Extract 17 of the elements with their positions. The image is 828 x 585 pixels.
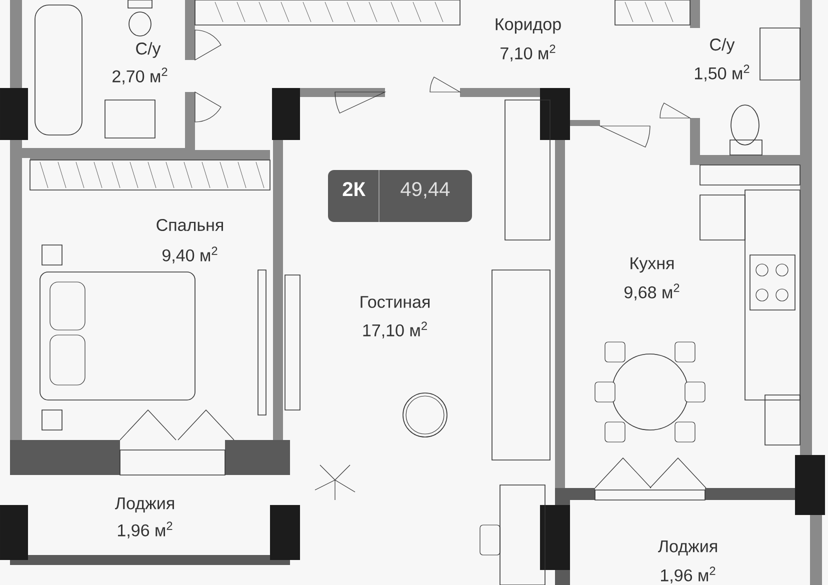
room-area: 1,50 м$^{2}$: [695, 64, 750, 82]
room-name: Гостиная: [360, 296, 430, 308]
room-area: 2,70 м$^{2}$: [112, 68, 168, 84]
room-name: Лоджия: [115, 497, 174, 513]
room-name: Лоджия: [658, 540, 717, 556]
room-name: Коридор: [496, 18, 561, 34]
room-name: С/у: [136, 42, 161, 58]
room-area: 1,96 м$^{2}$: [118, 522, 172, 538]
area-badge: 2К 49,44: [328, 170, 472, 222]
room-name: Кухня: [630, 257, 674, 273]
room-area: 17,10 м$^{2}$: [363, 322, 427, 338]
room-area: 9,40 м$^{2}$: [162, 246, 218, 264]
room-name: Спальня: [156, 218, 223, 232]
room-area: 9,68 м$^{2}$: [624, 284, 680, 300]
room-area: 1,96 м$^{2}$: [661, 566, 716, 584]
room-area: 7,10 м$^{2}$: [500, 44, 556, 62]
room-name: С/у: [710, 38, 735, 54]
